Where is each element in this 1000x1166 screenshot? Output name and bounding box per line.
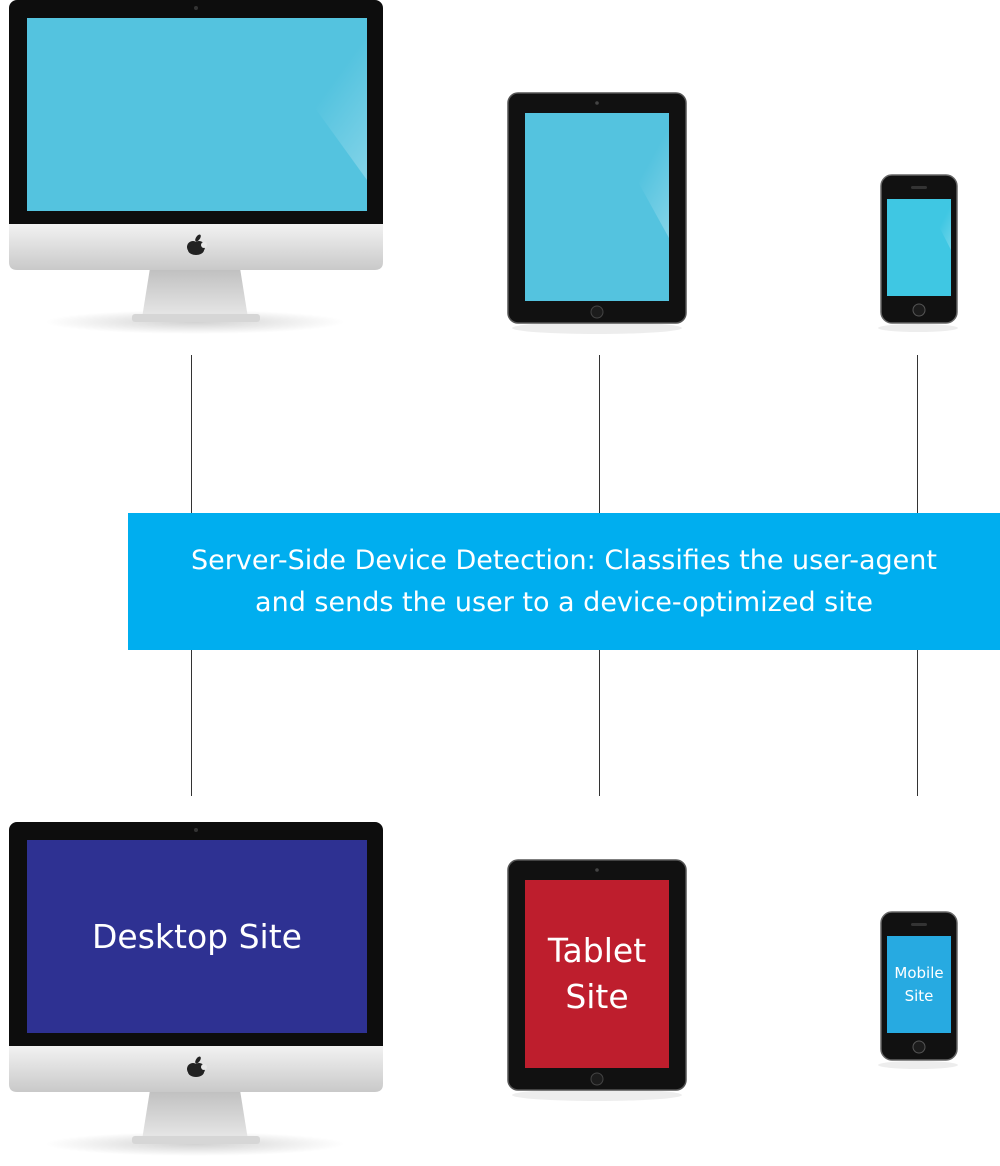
top-tablet: [507, 92, 687, 334]
bottom-desktop-monitor: [9, 822, 383, 1156]
tablet-site-label: Tablet Site: [525, 880, 669, 1068]
bottom-tablet: [507, 859, 687, 1101]
connector-line-tablet-bottom: [599, 650, 600, 796]
connector-line-phone-bottom: [917, 650, 918, 796]
home-button-icon: [912, 303, 926, 317]
mobile-site-text-1: Mobile: [894, 963, 944, 982]
top-desktop-monitor: [9, 0, 383, 334]
tablet-site-text-1: Tablet: [547, 931, 647, 970]
apple-logo-icon: [187, 234, 207, 255]
connector-line-tablet-top: [599, 355, 600, 513]
desktop-site-screen: [27, 840, 367, 1033]
top-phone: [878, 174, 958, 332]
connector-line-desktop-top: [191, 355, 192, 513]
connector-line-desktop-bottom: [191, 650, 192, 796]
banner-line-2: and sends the user to a device-optimized…: [255, 586, 873, 618]
bottom-phone: [878, 911, 958, 1069]
mobile-site-label: Mobile Site: [887, 936, 951, 1033]
mobile-site-screen: [887, 936, 951, 1033]
device-detection-banner: Server-Side Device Detection: Classifies…: [128, 513, 1000, 650]
home-button-icon: [590, 305, 604, 319]
home-button-icon: [912, 1040, 926, 1054]
desktop-site-text: Desktop Site: [92, 917, 302, 956]
desktop-site-label: Desktop Site: [27, 840, 367, 1033]
tablet-site-text-2: Site: [565, 977, 629, 1016]
mobile-site-text-2: Site: [904, 986, 934, 1005]
connector-line-phone-top: [917, 355, 918, 513]
tablet-site-screen: [525, 880, 669, 1068]
banner-line-1: Server-Side Device Detection: Classifies…: [191, 544, 937, 576]
apple-logo-icon: [187, 1056, 207, 1077]
home-button-icon: [590, 1072, 604, 1086]
